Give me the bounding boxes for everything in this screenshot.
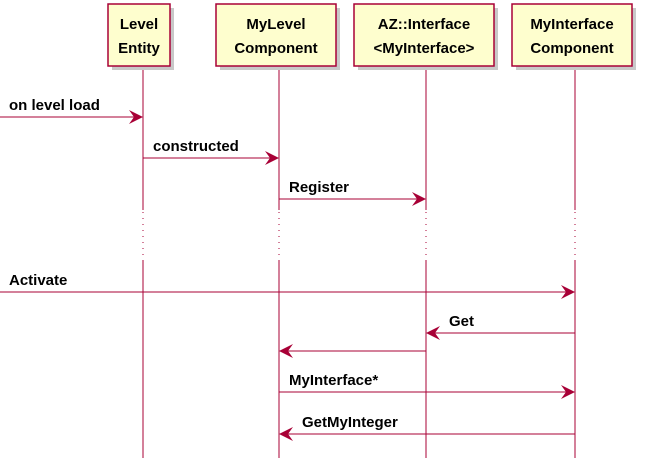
- arrowhead-right-icon: [265, 151, 279, 165]
- message-activate: Activate: [0, 272, 575, 299]
- arrowhead-right-icon: [561, 285, 575, 299]
- arrowhead-right-icon: [412, 192, 426, 206]
- participant-myinterface-component: MyInterface Component: [511, 3, 636, 70]
- participant-label-line-1: AZ::Interface: [378, 16, 471, 33]
- message-constructed: constructed: [143, 138, 279, 165]
- participant-label-line-1: Level: [120, 16, 158, 33]
- participant-label-line-2: Entity: [118, 40, 160, 57]
- participant-box: [511, 3, 633, 67]
- message-on-level-load: on level load: [0, 97, 143, 124]
- message-label: GetMyInteger: [302, 414, 398, 431]
- participant-label-line-2: <MyInterface>: [374, 40, 475, 57]
- message-get: Get: [426, 313, 575, 340]
- message-return: [279, 344, 426, 358]
- participant-label-line-1: MyLevel: [246, 16, 305, 33]
- message-label: Activate: [9, 272, 67, 289]
- arrowhead-left-icon: [279, 344, 293, 358]
- message-register: Register: [279, 179, 426, 206]
- arrowhead-right-icon: [561, 385, 575, 399]
- message-label: MyInterface*: [289, 372, 378, 389]
- participant-box: [353, 3, 495, 67]
- message-label: on level load: [9, 97, 100, 114]
- arrowhead-left-icon: [279, 427, 293, 441]
- participant-box: [107, 3, 171, 67]
- message-getmyinteger: GetMyInteger: [279, 414, 575, 441]
- lifelines: [142, 70, 576, 458]
- participant-mylevel-component: MyLevel Component: [215, 3, 340, 70]
- message-myinterface-pointer: MyInterface*: [279, 372, 575, 399]
- message-label: Get: [449, 313, 474, 330]
- participant-label-line-2: Component: [530, 40, 613, 57]
- message-label: constructed: [153, 138, 239, 155]
- arrowhead-right-icon: [129, 110, 143, 124]
- participant-box: [215, 3, 337, 67]
- message-label: Register: [289, 179, 349, 196]
- arrowhead-left-icon: [426, 326, 440, 340]
- participant-label-line-1: MyInterface: [530, 16, 613, 33]
- participant-az-interface: AZ::Interface <MyInterface>: [353, 3, 498, 70]
- participant-level-entity: Level Entity: [107, 3, 174, 70]
- participant-label-line-2: Component: [234, 40, 317, 57]
